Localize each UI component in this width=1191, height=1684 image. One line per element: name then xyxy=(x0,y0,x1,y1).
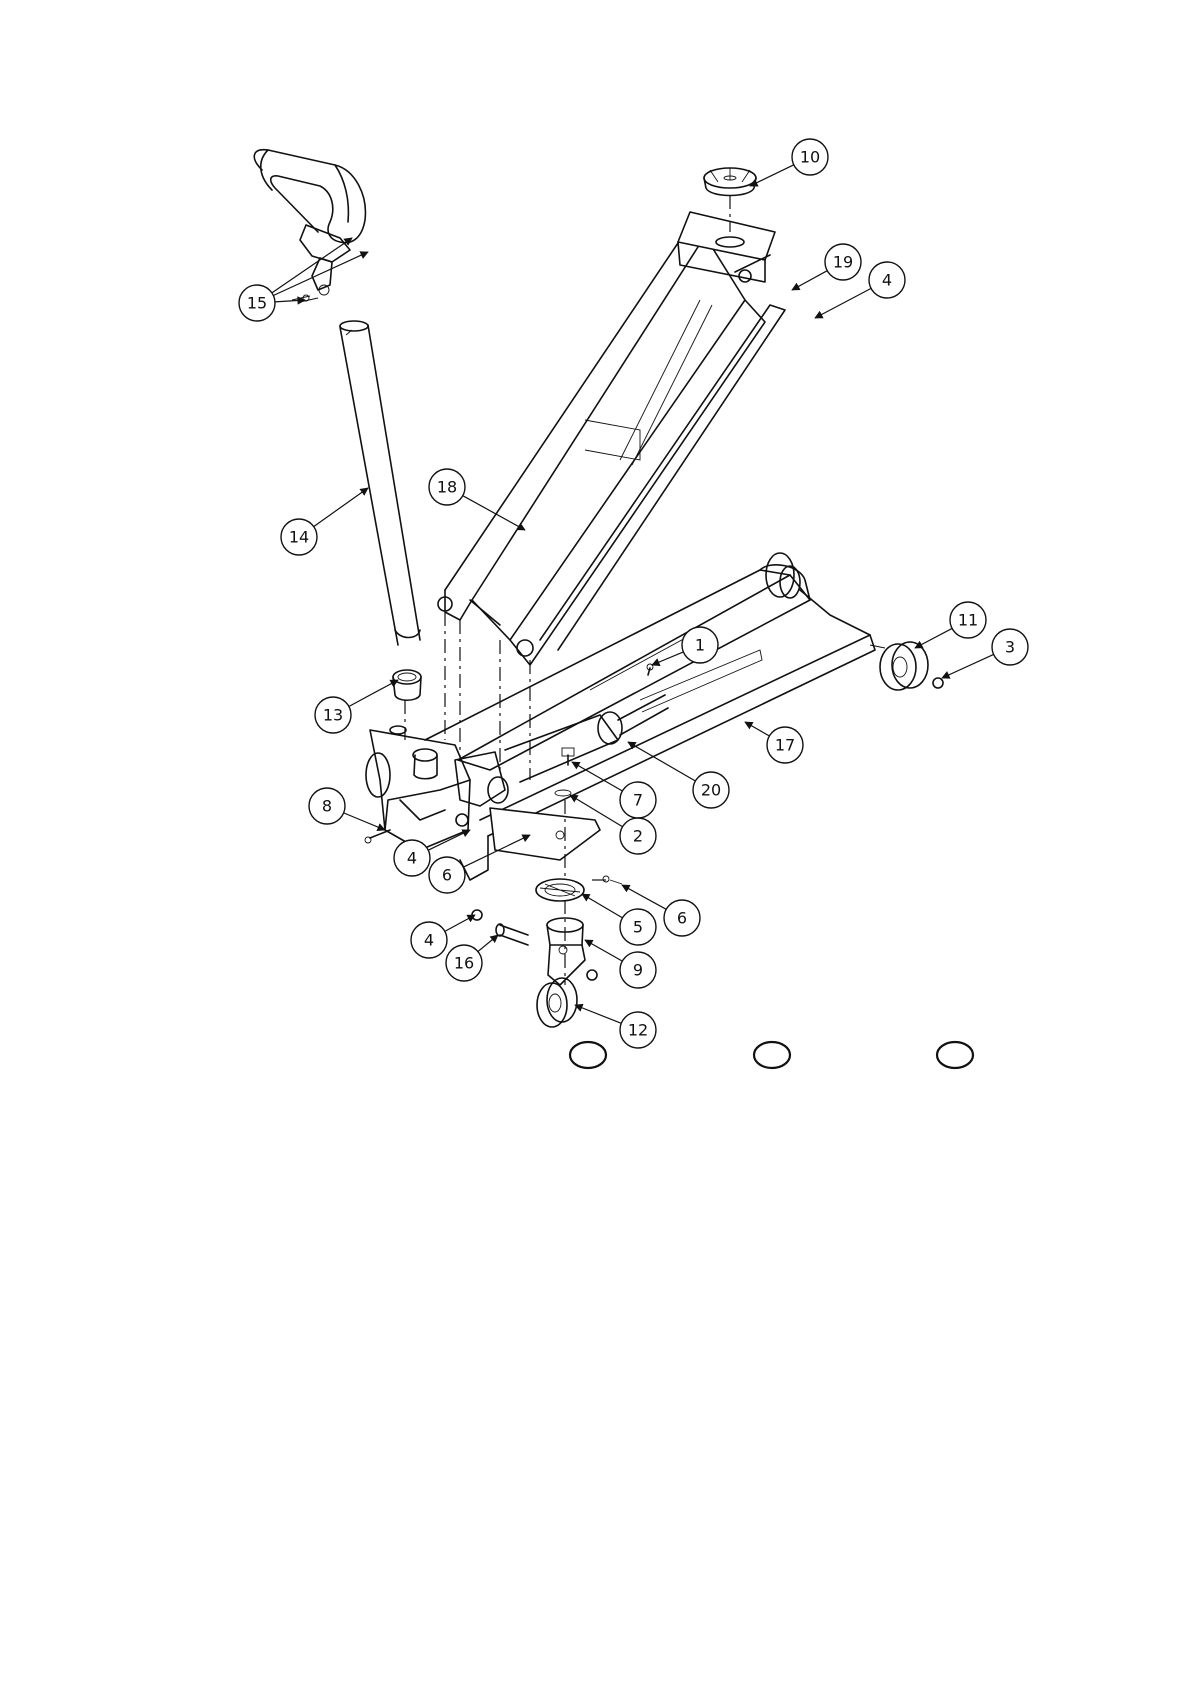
callout-label: 14 xyxy=(289,528,309,547)
callout-label: 3 xyxy=(1005,638,1015,657)
caster-assembly xyxy=(472,876,622,1027)
callout-label: 15 xyxy=(247,294,267,313)
callout-leader xyxy=(428,830,470,850)
callout-label: 10 xyxy=(800,148,820,167)
bolts xyxy=(300,298,653,843)
callout-leader xyxy=(585,940,622,961)
callout-17: 17 xyxy=(745,722,803,763)
callout-11: 11 xyxy=(915,602,986,648)
callout-leader xyxy=(622,885,666,909)
callout-13: 13 xyxy=(315,680,398,733)
callout-leader xyxy=(478,935,498,952)
callout-label: 13 xyxy=(323,706,343,725)
callout-label: 11 xyxy=(958,611,978,630)
blank-ring xyxy=(754,1042,790,1068)
saddle xyxy=(704,168,756,196)
callout-label: 4 xyxy=(882,271,892,290)
callout-label: 4 xyxy=(424,931,434,950)
callout-label: 4 xyxy=(407,849,417,868)
callout-9: 9 xyxy=(585,940,656,988)
callout-leader xyxy=(815,288,871,318)
rear-wheel xyxy=(870,642,943,690)
callout-16: 16 xyxy=(446,935,498,981)
callout-leader xyxy=(344,813,385,830)
callout-leader xyxy=(792,271,827,290)
callout-19: 19 xyxy=(792,244,861,290)
callout-label: 8 xyxy=(322,797,332,816)
callout-label: 5 xyxy=(633,918,643,937)
handle-socket xyxy=(393,670,421,700)
callout-leader xyxy=(942,654,994,678)
callout-label: 17 xyxy=(775,736,795,755)
callout-label: 12 xyxy=(628,1021,648,1040)
blank-ring xyxy=(570,1042,606,1068)
callout-label: 2 xyxy=(633,827,643,846)
callout-leader xyxy=(745,722,769,736)
callout-label: 19 xyxy=(833,253,853,272)
callout-leader xyxy=(575,1005,621,1023)
callout-10: 10 xyxy=(750,139,828,186)
callout-label: 18 xyxy=(437,478,457,497)
callout-label: 1 xyxy=(695,636,705,655)
blank-ring xyxy=(937,1042,973,1068)
handle-tube xyxy=(340,321,420,645)
callout-leader xyxy=(463,496,525,530)
callout-5: 5 xyxy=(582,894,656,945)
callout-label: 9 xyxy=(633,961,643,980)
callout-label: 6 xyxy=(677,909,687,928)
callout-leader xyxy=(628,742,695,781)
callout-label: 20 xyxy=(701,781,721,800)
callout-leader xyxy=(572,762,622,791)
callout-leader xyxy=(750,165,794,186)
callout-label: 16 xyxy=(454,954,474,973)
callout-leader xyxy=(349,680,398,706)
callout-leader xyxy=(915,628,952,648)
callout-18: 18 xyxy=(429,469,525,530)
callout-leader xyxy=(445,915,475,931)
callout-label: 6 xyxy=(442,866,452,885)
callout-8: 8 xyxy=(309,788,385,830)
lift-arm xyxy=(438,212,785,665)
callout-3: 3 xyxy=(942,629,1028,678)
callout-leader xyxy=(314,488,368,527)
callout-leader xyxy=(582,894,622,918)
callout-label: 7 xyxy=(633,791,643,810)
callout-14: 14 xyxy=(281,488,368,555)
